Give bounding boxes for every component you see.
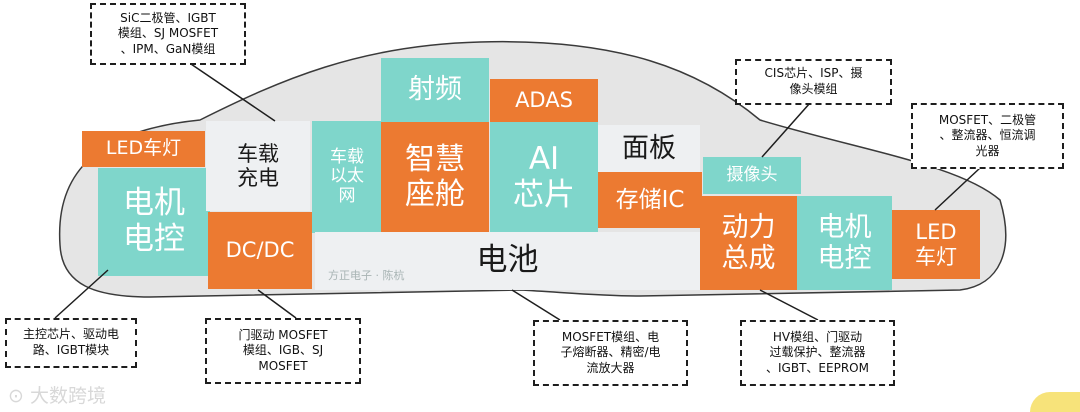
vehicle-ethernet: 车载 以太 网 — [312, 121, 382, 233]
callout-mosfet-diode: MOSFET、二极管 、整流器、恒流调 光器 — [911, 103, 1064, 169]
led-taillight-right: LED 车灯 — [892, 210, 980, 279]
storage-ic: 存储IC — [598, 172, 702, 228]
callout-gate-drive: 门驱动 MOSFET 模组、IGB、SJ MOSFET — [205, 318, 361, 384]
callout-main-chip: 主控芯片、驱动电 路、IGBT模块 — [5, 318, 137, 368]
callout-hv-module: HV模组、门驱动 过载保护、整流器 、IGBT、EEPROM — [740, 320, 895, 386]
watermark: 方正电子 · 陈杭 — [328, 269, 405, 282]
led-headlight-left: LED车灯 — [82, 131, 205, 167]
battery-pack: 电池 — [315, 232, 700, 290]
motor-control-left: 电机 电控 — [98, 168, 210, 276]
powertrain: 动力 总成 — [700, 196, 797, 290]
callout-cis-isp: CIS芯片、ISP、摄 像头模组 — [735, 59, 892, 105]
brand-logo-icon: ⊙ — [8, 385, 30, 407]
rf-module: 射频 — [381, 58, 489, 122]
callout-efuse-amplifier: MOSFET模组、电 子熔断器、精密/电 流放大器 — [533, 320, 688, 386]
corner-decoration — [1030, 392, 1080, 412]
motor-control-right: 电机 电控 — [797, 196, 892, 290]
adas-module: ADAS — [490, 79, 598, 122]
callout-sic-igbt: SiC二极管、IGBT 模组、SJ MOSFET 、IPM、GaN模组 — [90, 3, 246, 65]
onboard-charger: 车载 充电 — [206, 121, 310, 211]
brand-watermark: ⊙ 大数跨境 — [8, 385, 106, 407]
smart-cockpit: 智慧 座舱 — [381, 122, 489, 233]
ai-chip: AI 芯片 — [490, 122, 598, 233]
dcdc-converter: DC/DC — [208, 212, 312, 289]
display-panel: 面板 — [598, 125, 700, 172]
camera-module: 摄像头 — [703, 157, 801, 194]
